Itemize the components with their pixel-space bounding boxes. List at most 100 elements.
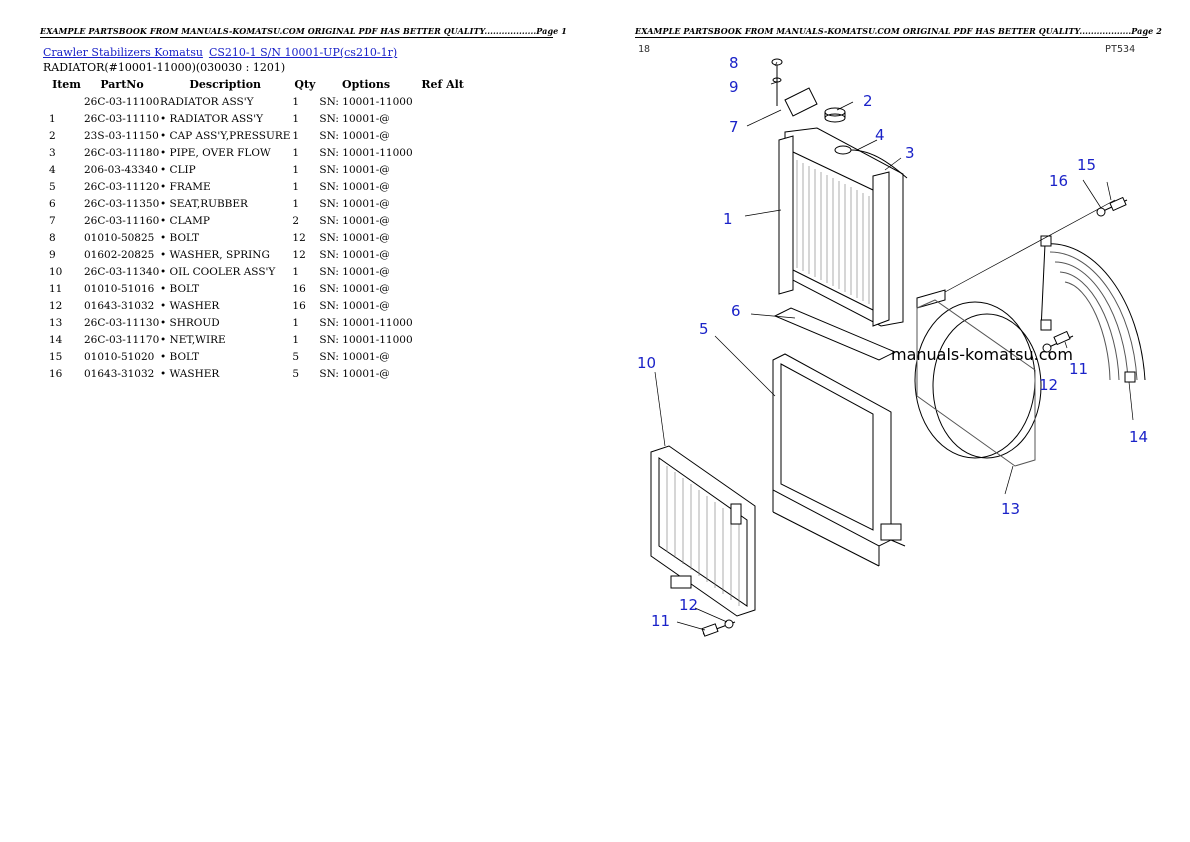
- cell-qty: 1: [292, 146, 300, 159]
- cell-description: • NET,WIRE: [160, 333, 226, 346]
- table-row: 4 206-03-43340 • CLIP 1 SN: 10001-@: [43, 161, 473, 178]
- callout-6: 6: [731, 302, 741, 320]
- breadcrumb: Crawler Stabilizers Komatsu CS210-1 S/N 1…: [43, 46, 397, 59]
- cell-partno: 01010-51016: [84, 282, 155, 295]
- table-row: 11 01010-51016 • BOLT 16 SN: 10001-@: [43, 280, 473, 297]
- cell-description: • CLAMP: [160, 214, 210, 227]
- cell-item: 14: [49, 333, 63, 346]
- breadcrumb-link-model[interactable]: CS210-1 S/N 10001-UP(cs210-1r): [208, 46, 398, 59]
- cell-partno: 26C-03-11180: [84, 146, 160, 159]
- cell-options: SN: 10001-11000: [319, 146, 413, 159]
- table-row: 8 01010-50825 • BOLT 12 SN: 10001-@: [43, 229, 473, 246]
- cell-description: • WASHER: [160, 299, 220, 312]
- cell-options: SN: 10001-@: [319, 214, 390, 227]
- cell-description: • SHROUD: [160, 316, 220, 329]
- cell-options: SN: 10001-11000: [319, 95, 413, 108]
- cell-item: 4: [49, 163, 56, 176]
- cell-partno: 26C-03-11130: [84, 316, 160, 329]
- cell-item: 3: [49, 146, 56, 159]
- table-row: 1 26C-03-11110 • RADIATOR ASS'Y 1 SN: 10…: [43, 110, 473, 127]
- cell-partno: 01602-20825: [84, 248, 155, 261]
- callout-11-lower: 11: [651, 612, 670, 630]
- oil-cooler-drawing: [650, 445, 756, 617]
- exploded-diagram: 18 PT534 8 9 7 2 4 3 1 6 5 10 15 16 11 1…: [637, 44, 1148, 637]
- cell-description: • CAP ASS'Y,PRESSURE: [160, 129, 291, 142]
- callout-10: 10: [637, 354, 656, 372]
- cell-description: • OIL COOLER ASS'Y: [160, 265, 276, 278]
- pressure-cap-drawing: [824, 107, 846, 123]
- cell-qty: 1: [292, 112, 300, 125]
- callout-8: 8: [729, 54, 739, 72]
- cell-options: SN: 10001-@: [319, 231, 390, 244]
- col-header-item: Item: [52, 78, 81, 91]
- table-row: 26C-03-11100 RADIATOR ASS'Y 1 SN: 10001-…: [43, 93, 473, 110]
- header-rule: [40, 37, 553, 38]
- cell-qty: 1: [292, 333, 300, 346]
- cell-description: • WASHER: [160, 367, 220, 380]
- breadcrumb-link-category[interactable]: Crawler Stabilizers Komatsu: [43, 46, 203, 59]
- cell-description: • FRAME: [160, 180, 211, 193]
- cell-partno: 23S-03-11150: [84, 129, 159, 142]
- table-row: 7 26C-03-11160 • CLAMP 2 SN: 10001-@: [43, 212, 473, 229]
- cell-qty: 1: [292, 265, 300, 278]
- cell-partno: 01010-51020: [84, 350, 155, 363]
- cell-description: • SEAT,RUBBER: [160, 197, 248, 210]
- cell-qty: 1: [292, 197, 300, 210]
- page-header-text: EXAMPLE PARTSBOOK FROM MANUALS-KOMATSU.C…: [40, 26, 567, 36]
- cell-item: 7: [49, 214, 56, 227]
- bolt-washer-11-12-lower-drawing: [701, 619, 736, 637]
- col-header-options: Options: [341, 78, 391, 91]
- cell-qty: 5: [292, 350, 300, 363]
- frame-drawing: [772, 353, 906, 567]
- cell-item: 13: [49, 316, 63, 329]
- cell-options: SN: 10001-@: [319, 367, 390, 380]
- cell-options: SN: 10001-@: [319, 112, 390, 125]
- table-header-row: Item PartNo Description Qty Options Ref …: [43, 76, 473, 93]
- col-header-partno: PartNo: [100, 78, 144, 91]
- cell-item: 6: [49, 197, 56, 210]
- cell-refalt: [413, 314, 473, 331]
- callout-5: 5: [699, 320, 709, 338]
- cell-options: SN: 10001-@: [319, 248, 390, 261]
- table-row: 9 01602-20825 • WASHER, SPRING 12 SN: 10…: [43, 246, 473, 263]
- watermark: manuals-komatsu.com: [891, 345, 1073, 364]
- cell-description: • RADIATOR ASS'Y: [160, 112, 264, 125]
- cell-refalt: [413, 263, 473, 280]
- callout-12-lower: 12: [679, 596, 698, 614]
- bolt-washer-15-16-drawing: [1096, 196, 1128, 217]
- col-header-refalt: Ref Alt: [421, 78, 464, 91]
- figure-code-left: 18: [638, 44, 650, 55]
- cell-qty: 2: [292, 214, 300, 227]
- figure-code-right: PT534: [1105, 44, 1135, 55]
- table-row: 2 23S-03-11150 • CAP ASS'Y,PRESSURE 1 SN…: [43, 127, 473, 144]
- cell-qty: 1: [292, 163, 300, 176]
- cell-item: 1: [49, 112, 56, 125]
- cell-partno: 26C-03-11100: [84, 95, 160, 108]
- cell-options: SN: 10001-@: [319, 163, 390, 176]
- cell-options: SN: 10001-@: [319, 180, 390, 193]
- cell-refalt: [413, 127, 473, 144]
- col-header-qty: Qty: [294, 78, 316, 91]
- table-row: 14 26C-03-11170 • NET,WIRE 1 SN: 10001-1…: [43, 331, 473, 348]
- cell-refalt: [413, 212, 473, 229]
- callout-4: 4: [875, 126, 885, 144]
- cell-refalt: [413, 280, 473, 297]
- shroud-drawing: [914, 289, 1042, 467]
- cell-partno: 26C-03-11340: [84, 265, 160, 278]
- cell-item: 10: [49, 265, 63, 278]
- cell-refalt: [413, 93, 473, 110]
- cell-qty: 16: [292, 299, 306, 312]
- wire-net-drawing: [1040, 235, 1146, 383]
- cell-refalt: [413, 195, 473, 212]
- cell-partno: 26C-03-11350: [84, 197, 160, 210]
- table-row: 3 26C-03-11180 • PIPE, OVER FLOW 1 SN: 1…: [43, 144, 473, 161]
- cell-refalt: [413, 110, 473, 127]
- parts-page-2: EXAMPLE PARTSBOOK FROM MANUALS-KOMATSU.C…: [595, 0, 1190, 842]
- cell-partno: 26C-03-11110: [84, 112, 160, 125]
- cell-refalt: [413, 331, 473, 348]
- callout-3: 3: [905, 144, 915, 162]
- cell-item: 16: [49, 367, 63, 380]
- cell-item: 11: [49, 282, 63, 295]
- col-header-description: Description: [189, 78, 262, 91]
- cell-partno: 206-03-43340: [84, 163, 158, 176]
